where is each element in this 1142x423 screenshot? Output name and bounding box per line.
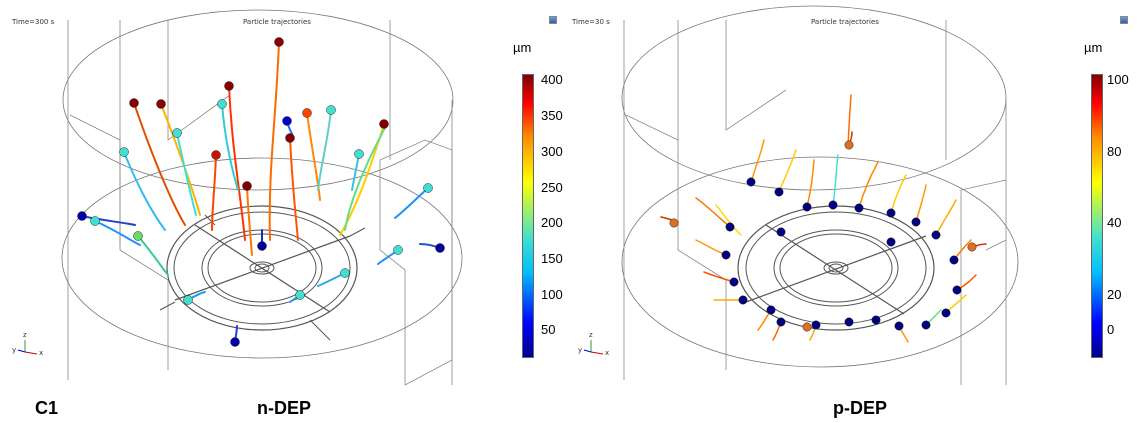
caption-n-dep: n-DEP [257,398,311,418]
colorbar-tick: 50 [541,322,556,337]
axis-z-label: z [23,331,27,339]
right-panel: Time=30 s Particle trajectories µm 100 8… [566,0,1132,392]
colorbar-tick: 250 [541,180,563,195]
colorbar-tick: 0 [1107,322,1115,337]
colorbar-tick: 100 [1107,72,1129,87]
left-panel: Time=300 s Particle trajectories µm 400 … [0,0,566,392]
colorbar [522,74,534,358]
axis-y-label: y [12,346,17,354]
axis-z-label: z [589,331,593,339]
axis-x-label: x [39,349,44,357]
colorbar-tick: 300 [541,144,563,159]
caption-p-dep: p-DEP [833,398,887,418]
colorbar-unit: µm [1084,40,1103,55]
colorbar-tick: 20 [1107,287,1122,302]
left-geometry [17,9,463,386]
left-axis-triad-lines [17,340,38,355]
camera-icon[interactable] [1120,16,1128,24]
plot-title: Particle trajectories [243,18,311,26]
axis-x-label: x [605,349,610,357]
colorbar-tick: 400 [541,72,563,87]
colorbar-tick: 40 [1107,215,1122,230]
colorbar-tick: 350 [541,108,563,123]
time-label: Time=300 s [12,18,55,26]
colorbar-tick: 80 [1107,144,1122,159]
axis-y-label: y [578,346,583,354]
right-geometry [583,5,1019,385]
colorbar [1091,74,1103,358]
caption-c1: C1 [35,398,59,418]
camera-icon[interactable] [549,16,557,24]
colorbar-unit: µm [513,40,532,55]
colorbar-tick: 150 [541,251,563,266]
colorbar-tick: 100 [541,287,563,302]
time-label: Time=30 s [572,18,610,26]
colorbar-tick: 200 [541,215,563,230]
plot-title: Particle trajectories [811,18,879,26]
